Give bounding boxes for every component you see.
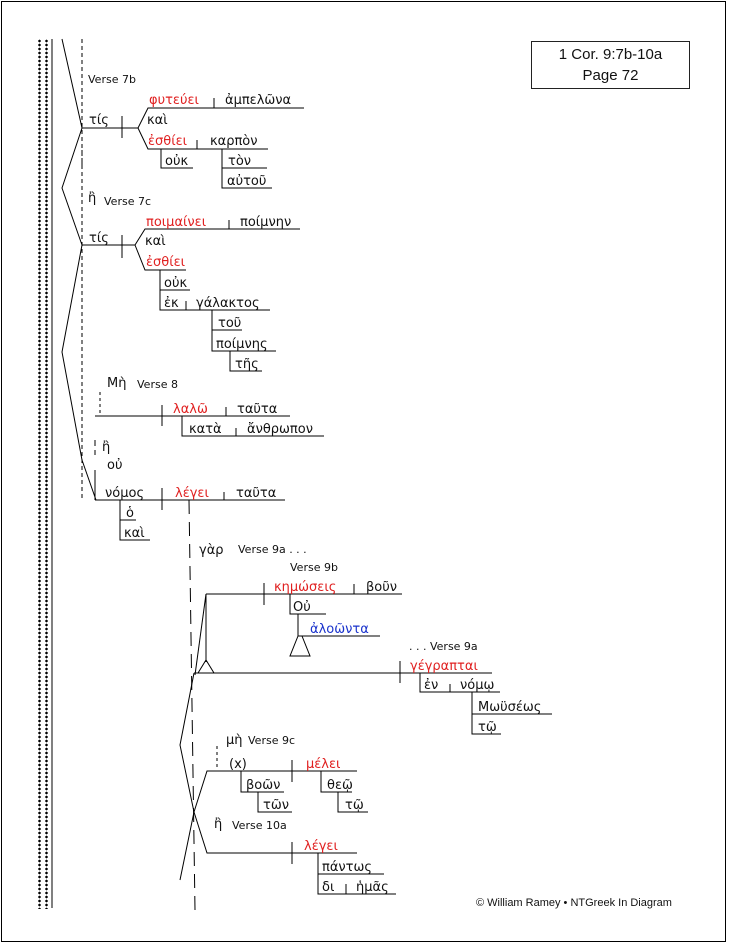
word-boun: βοῦν — [366, 580, 397, 595]
word-tauta-2: ταῦτα — [236, 486, 276, 501]
verse-9a-cont-label: Verse 9a . . . — [238, 543, 307, 556]
verse-9c-label: Verse 9c — [248, 734, 295, 747]
word-e-3: ἢ — [214, 817, 222, 832]
word-x: (x) — [229, 757, 247, 772]
word-esthiei-2: ἐσθίει — [146, 255, 185, 270]
word-boon: βοῶν — [246, 778, 280, 793]
verse-8-label: Verse 8 — [137, 378, 178, 391]
word-kai-1: καὶ — [147, 113, 168, 128]
word-tauta-1: ταῦτα — [237, 402, 277, 417]
word-ton-2: τῶν — [263, 798, 289, 813]
word-legei-2: λέγει — [304, 839, 338, 854]
word-e-2: ἢ — [102, 440, 110, 455]
word-poimainei: ποιμαίνει — [146, 215, 206, 230]
word-di: δι — [322, 880, 334, 895]
word-legei-1: λέγει — [175, 486, 209, 501]
word-phyteuei: φυτεύει — [149, 93, 199, 108]
reference-title: 1 Cor. 9:7b-10a — [558, 46, 663, 63]
word-gar: γὰρ — [199, 543, 224, 558]
word-me-1: Μὴ — [107, 376, 126, 391]
word-theo: θεῷ — [327, 778, 353, 793]
word-nomo: νόμῳ — [460, 678, 494, 693]
word-nomos: νόμος — [105, 486, 144, 501]
word-tou: τοῦ — [218, 316, 241, 331]
reference-box: 1 Cor. 9:7b-10a Page 72 — [531, 41, 690, 89]
word-galaktos: γάλακτος — [196, 296, 260, 311]
verse-9b-label: Verse 9b — [290, 561, 338, 574]
word-tes: τῆς — [235, 357, 259, 372]
word-hemas: ἡμᾶς — [356, 880, 389, 895]
word-ho: ὁ — [126, 506, 134, 521]
word-esthiei-1: ἐσθίει — [148, 134, 187, 149]
word-tis-2: τίς — [89, 231, 109, 246]
word-to-2: τῷ — [345, 798, 364, 813]
word-tis-1: τίς — [89, 113, 109, 128]
word-aloonta: ἀλοῶντα — [310, 622, 369, 637]
word-lalo: λαλῶ — [173, 402, 208, 417]
word-kemoseis: κημώσεις — [274, 580, 336, 595]
word-kai-2: καὶ — [145, 234, 166, 249]
verse-10a-label: Verse 10a — [232, 819, 287, 832]
word-ek: ἐκ — [164, 296, 179, 311]
word-ou-1: οὐ — [107, 458, 122, 473]
word-poimnes: ποίμνης — [216, 337, 268, 352]
word-gegraptai: γέγραπται — [410, 659, 478, 674]
word-ouk-2: οὐκ — [164, 276, 187, 291]
word-melei: μέλει — [306, 757, 340, 772]
verse-7b-label: Verse 7b — [88, 73, 136, 86]
word-poimnen: ποίμνην — [240, 215, 291, 230]
word-kai-3: καὶ — [124, 526, 145, 541]
word-to-1: τῷ — [478, 720, 497, 735]
word-me-2: μὴ — [226, 733, 243, 748]
word-e-1: ἢ — [88, 191, 96, 206]
word-pantos: πάντως — [322, 860, 372, 875]
diagram-lines — [51, 38, 552, 911]
left-margin-dots-inner — [45, 39, 48, 909]
verse-9a-end-label: . . . Verse 9a — [409, 640, 478, 653]
left-margin-dots — [38, 39, 41, 909]
word-ou-2: Οὐ — [293, 600, 311, 615]
word-ampelona: ἀμπελῶνα — [225, 93, 291, 108]
page-number: Page 72 — [582, 67, 639, 84]
copyright-credit: © William Ramey • NTGreek In Diagram — [476, 897, 672, 909]
word-karpon: καρπὸν — [210, 134, 258, 149]
verse-7c-label: Verse 7c — [104, 195, 151, 208]
word-en: ἐν — [424, 678, 438, 693]
word-autou: αὐτοῦ — [227, 174, 266, 189]
word-ouk-1: οὐκ — [165, 154, 188, 169]
word-anthropon: ἄνθρωπον — [247, 422, 313, 437]
word-ton-1: τὸν — [228, 154, 251, 169]
word-moyseos: Μωϋσέως — [478, 700, 541, 715]
word-kata: κατὰ — [189, 422, 222, 437]
